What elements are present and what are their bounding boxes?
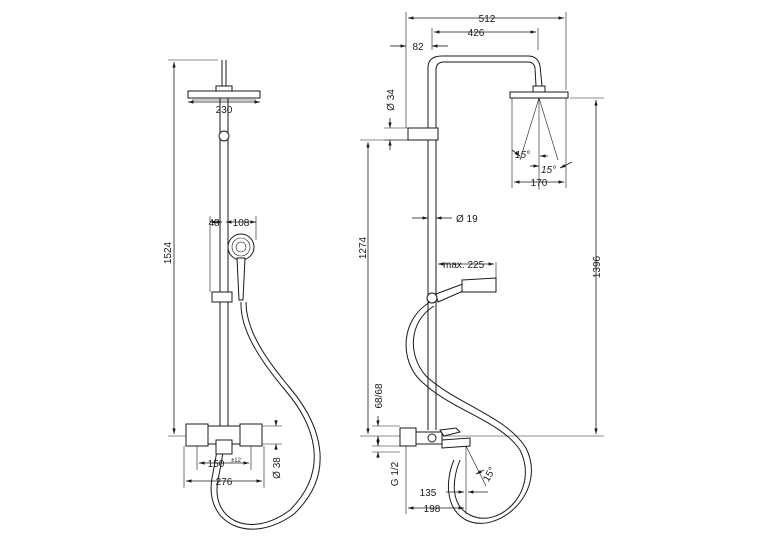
dim-198: 198 [424,504,441,515]
dim-diameter-34: Ø 34 [386,89,397,111]
dim-170: 170 [531,178,548,189]
dim-426: 426 [468,28,485,39]
side-spout [441,437,471,449]
dim-1396: 1396 [592,255,603,278]
front-hose [216,301,315,525]
dim-48: 48 [208,218,220,229]
side-mixer-wall [399,427,417,447]
dim-150: 150 [208,459,225,470]
dim-276: 276 [216,477,233,488]
dim-max-225: max. 225 [443,260,485,271]
front-spout [215,439,233,455]
front-hand-shower-handle [236,257,246,301]
dim-diameter-19: Ø 19 [456,214,478,225]
dim-150-tolerance: ±12 [231,458,242,464]
dim-1524: 1524 [163,241,174,264]
side-shower-head [509,91,569,99]
side-hand-shower [461,277,497,293]
dim-108: 108 [233,218,250,229]
dim-diameter-38: Ø 38 [272,457,283,479]
dim-angle-15-right: 15° [541,165,556,176]
dim-135: 135 [420,488,437,499]
front-holder [211,291,233,303]
dim-68-68: 68/68 [374,383,385,408]
side-view: 512 426 82 Ø 34 1274 Ø 19 max. 225 1396 [358,12,604,524]
front-view: 1524 230 48 108 150 ±12 276 Ø 38 [163,59,321,530]
side-arm [427,55,543,87]
dim-1274: 1274 [358,236,369,259]
dim-g-half: G 1/2 [390,461,401,486]
front-slider-ball [218,130,230,142]
dim-230: 230 [216,105,233,116]
front-head-joint [215,85,233,92]
side-lever [439,427,461,437]
dim-angle-15-left: 15° [515,150,530,161]
side-wall-bracket [407,127,439,141]
dim-512: 512 [479,14,496,25]
side-slider-ball [426,292,438,304]
front-shower-head [187,90,261,99]
dim-82: 82 [412,42,424,53]
